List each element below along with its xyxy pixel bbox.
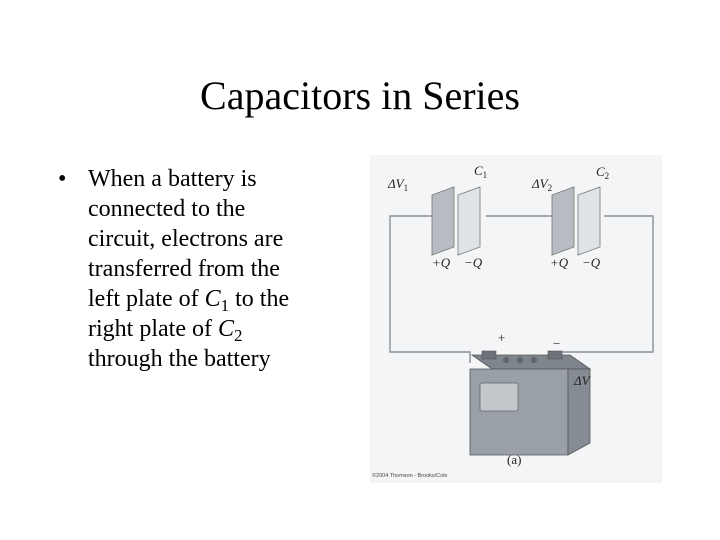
c2-plus-q-label: +Q bbox=[550, 255, 569, 270]
battery-delta-v-label: ΔV bbox=[573, 373, 592, 388]
bullet-line-5: left plate of C1 to the bbox=[88, 284, 358, 314]
left-wire bbox=[389, 215, 471, 363]
bullet-marker: • bbox=[58, 166, 67, 192]
battery-negative-terminal bbox=[547, 350, 563, 360]
battery-label-panel bbox=[479, 382, 519, 412]
capacitor-c1-subscript: 1 bbox=[220, 296, 230, 315]
battery-cap bbox=[531, 357, 537, 363]
bullet-line-2: connected to the bbox=[88, 196, 246, 222]
c2-label: C2 bbox=[596, 164, 609, 181]
c2-left-plate bbox=[551, 186, 575, 256]
battery-front bbox=[469, 368, 569, 456]
delta-v1-label: ΔV1 bbox=[387, 176, 408, 193]
bullet-line-3: circuit, electrons are bbox=[88, 226, 284, 252]
bullet-line-5-pre: left plate of bbox=[88, 286, 205, 312]
delta-v2-label: ΔV2 bbox=[531, 176, 552, 193]
c1-right-plate bbox=[457, 186, 481, 256]
bullet-line-7: through the battery bbox=[88, 346, 271, 372]
bullet-text: When a battery is connected to the circu… bbox=[88, 164, 358, 374]
capacitor-c2-subscript: 2 bbox=[233, 326, 243, 345]
copyright-text: ©2004 Thomson - Brooks/Cole bbox=[372, 472, 448, 479]
c1-plus-q-label: +Q bbox=[432, 255, 451, 270]
battery-cap bbox=[503, 357, 509, 363]
bullet-line-6-pre: right plate of bbox=[88, 316, 218, 342]
battery bbox=[469, 350, 592, 456]
battery-positive-terminal bbox=[481, 350, 497, 360]
capacitor-c1 bbox=[431, 186, 481, 256]
battery-cap bbox=[517, 357, 523, 363]
capacitor-c2 bbox=[551, 186, 601, 256]
bullet-line-6: right plate of C2 bbox=[88, 314, 358, 344]
circuit-figure: ΔV1 C1 ΔV2 C2 +Q −Q +Q −Q + − ΔV (a) ©20… bbox=[370, 155, 662, 483]
battery-side bbox=[567, 368, 591, 456]
c1-label: C1 bbox=[474, 163, 487, 180]
bullet-line-4: transferred from the bbox=[88, 256, 280, 282]
capacitor-c2-symbol: C bbox=[217, 316, 234, 342]
capacitor-c1-symbol: C bbox=[204, 286, 221, 312]
c2-minus-q-label: −Q bbox=[582, 255, 601, 270]
circuit-diagram: ΔV1 C1 ΔV2 C2 +Q −Q +Q −Q + − ΔV (a) ©20… bbox=[370, 155, 662, 483]
slide-title: Capacitors in Series bbox=[200, 73, 520, 118]
panel-label: (a) bbox=[507, 452, 521, 467]
c2-right-plate bbox=[577, 186, 601, 256]
c1-minus-q-label: −Q bbox=[464, 255, 483, 270]
bullet-line-5-post: to the bbox=[229, 286, 290, 312]
battery-plus-sign: + bbox=[498, 330, 505, 345]
c1-left-plate bbox=[431, 186, 455, 256]
battery-minus-sign: − bbox=[553, 336, 560, 351]
bullet-line-1: When a battery is bbox=[88, 166, 257, 192]
